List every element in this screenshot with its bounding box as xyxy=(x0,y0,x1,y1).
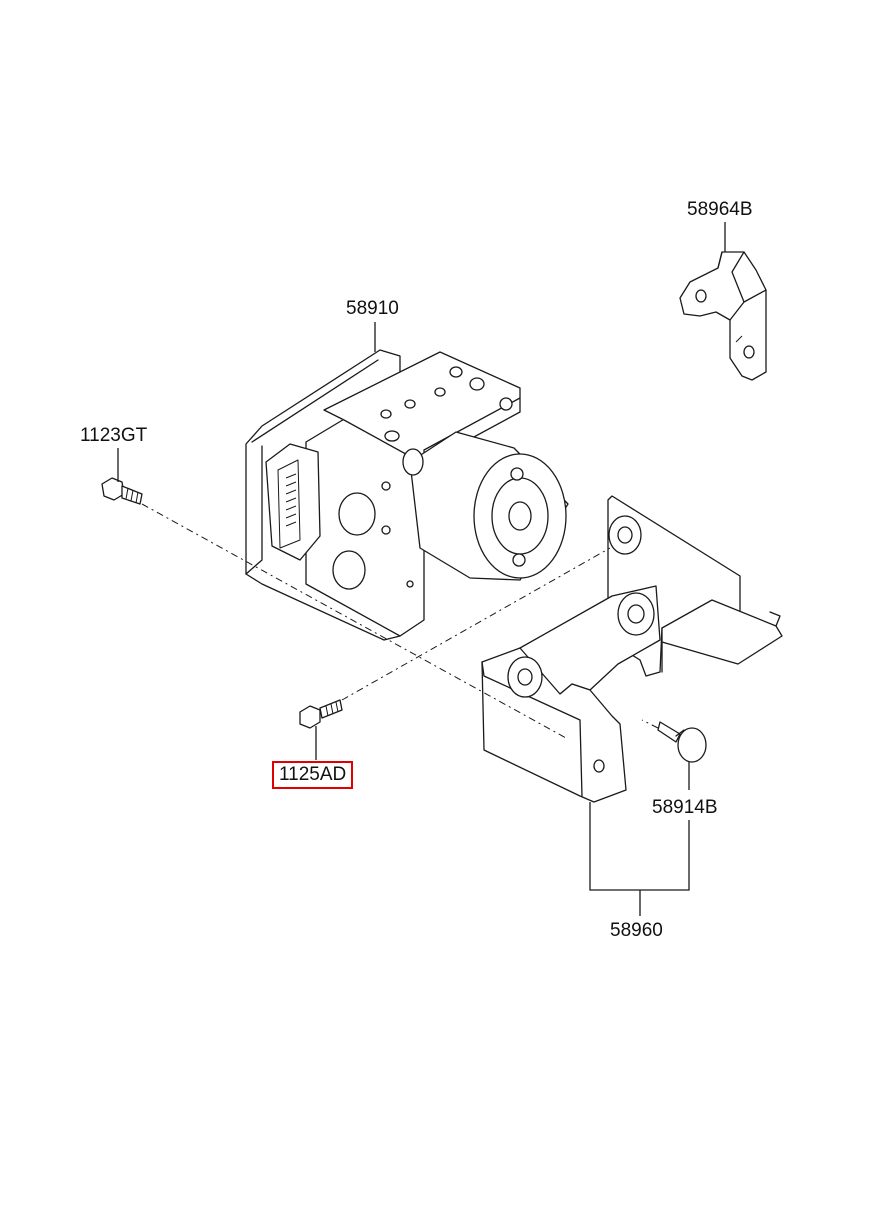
part-label-58960[interactable]: 58960 xyxy=(610,920,663,941)
bracket-58960 xyxy=(481,495,783,803)
hydraulic-unit-58910 xyxy=(245,349,569,641)
part-label-58964b[interactable]: 58964B xyxy=(687,199,753,220)
bracket-58964b xyxy=(679,251,767,381)
pin-58914b xyxy=(657,721,707,763)
part-label-1125ad[interactable]: 1125AD xyxy=(272,761,354,789)
bolt-1123gt xyxy=(101,477,143,505)
bolt-1125ad xyxy=(299,699,343,729)
leader-lines xyxy=(117,222,726,916)
part-label-1123gt[interactable]: 1123GT xyxy=(80,425,148,446)
part-label-58910[interactable]: 58910 xyxy=(346,298,399,319)
part-label-58914b[interactable]: 58914B xyxy=(652,797,718,818)
assembly-lines xyxy=(141,503,659,739)
